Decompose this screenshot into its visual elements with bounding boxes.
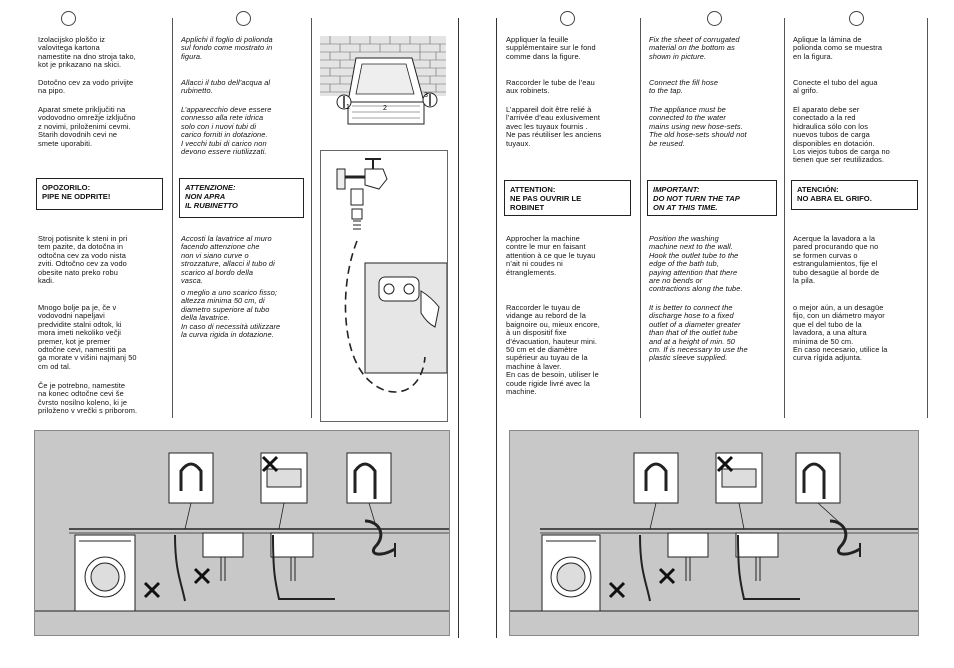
drain-scene-diagram: [35, 452, 449, 612]
slovenian-para-5: Mnogo bolje pa je, če v vodovodni napelj…: [38, 303, 137, 371]
english-para-5: It is better to connect the discharge ho…: [649, 303, 748, 363]
french-warning-box: ATTENTION: NE PAS OUVRIR LE ROBINET: [504, 180, 631, 216]
italian-para-5: o meglio a uno scarico fisso; altezza mi…: [181, 288, 281, 340]
column-divider: [172, 18, 173, 418]
spanish-warning-box: ATENCIÓN: NO ABRA EL GRIFO.: [791, 180, 918, 210]
italian-para-1: Applichi il foglio di polionda sul fondo…: [181, 35, 273, 61]
english-para-4: Position the washing machine next to the…: [649, 234, 743, 294]
corrugated-sheet-illustration: 1 2 3: [320, 36, 446, 140]
language-flag-icon: [560, 11, 575, 26]
slovenian-para-2: Dotočno cev za vodo privijte na pipo.: [38, 78, 134, 96]
column-divider: [784, 18, 785, 418]
spanish-para-3: El aparato debe ser conectado a la red h…: [793, 105, 890, 165]
drain-installation-panel: [34, 430, 450, 636]
french-para-3: L’appareil doit être relié à l’arrivée d…: [506, 105, 602, 148]
slovenian-para-1: Izolacijsko ploščo iz valovitega kartona…: [38, 35, 136, 70]
language-flag-icon: [236, 11, 251, 26]
drain-scene-diagram: [510, 452, 918, 612]
english-para-3: The appliance must be connected to the w…: [649, 105, 747, 148]
tap-hose-diagram: [336, 158, 448, 393]
page-edge-line: [496, 18, 497, 638]
spanish-para-2: Conecte el tubo del agua al grifo.: [793, 78, 878, 96]
english-para-2: Connect the fill hose to the tap.: [649, 78, 719, 96]
slovenian-para-4: Stroj potisnite k steni in pri tem pazit…: [38, 234, 128, 286]
spanish-para-5: o mejor aún, a un desagüe fijo, con un d…: [793, 303, 888, 363]
slovenian-para-6: Če je potrebno, namestite na konec odtoč…: [38, 381, 138, 416]
slovenian-para-3: Aparat smete priključiti na vodovodno om…: [38, 105, 136, 148]
italian-warning-box: ATTENZIONE: NON APRA IL RUBINETTO: [179, 178, 304, 218]
column-divider: [640, 18, 641, 418]
french-para-1: Appliquer la feuille supplémentaire sur …: [506, 35, 596, 61]
page-edge-line: [458, 18, 459, 638]
column-divider: [927, 18, 928, 418]
figure-number-1: 1: [346, 104, 350, 111]
column-divider: [311, 18, 312, 418]
drain-installation-panel: [509, 430, 919, 636]
language-flag-icon: [849, 11, 864, 26]
language-flag-icon: [61, 11, 76, 26]
slovenian-warning-box: OPOZORILO: PIPE NE ODPRITE!: [36, 178, 163, 210]
spanish-para-1: Aplique la lámina de polionda como se mu…: [793, 35, 883, 61]
french-para-5: Raccorder le tuyau de vidange au rebord …: [506, 303, 600, 397]
italian-para-2: Allacci il tubo dell’acqua al rubinetto.: [181, 78, 271, 96]
language-flag-icon: [707, 11, 722, 26]
figure-number-3: 3: [424, 92, 428, 99]
spanish-para-4: Acerque la lavadora a la pared procurand…: [793, 234, 880, 286]
machine-bottom-diagram: 1 2 3: [320, 36, 446, 125]
tap-hose-illustration: [320, 150, 448, 422]
english-warning-box: IMPORTANT: DO NOT TURN THE TAP ON AT THI…: [647, 180, 777, 216]
italian-para-3: L’apparecchio deve essere connesso alla …: [181, 105, 272, 157]
french-para-4: Approcher la machine contre le mur en fa…: [506, 234, 596, 277]
italian-para-4: Accosti la lavatrice al muro facendo att…: [181, 234, 275, 286]
english-para-1: Fix the sheet of corrugated material on …: [649, 35, 740, 61]
french-para-2: Raccorder le tube de l’eau aux robinets.: [506, 78, 595, 96]
figure-number-2: 2: [383, 105, 387, 112]
